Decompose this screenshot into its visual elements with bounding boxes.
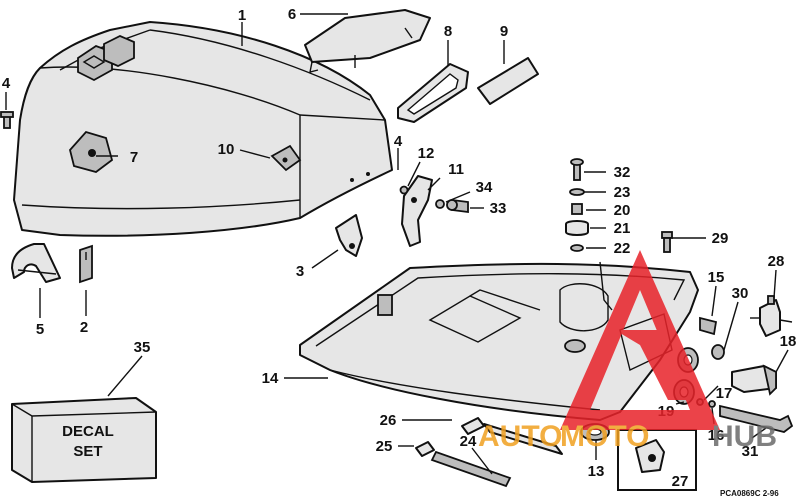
leader-30 — [723, 301, 739, 351]
watermark-text-2: MOTO — [560, 420, 649, 453]
leader-28 — [773, 269, 777, 299]
callout-4-right: 4 — [394, 133, 403, 150]
parts-24-25-26 — [415, 417, 563, 488]
callout-9: 9 — [500, 23, 508, 40]
reference-code: PCA0869C 2-96 — [720, 489, 779, 498]
callout-7: 7 — [130, 149, 138, 166]
watermark-text-3: HUB — [712, 420, 777, 453]
leader-19 — [675, 401, 685, 405]
callout-33: 33 — [490, 200, 507, 217]
callout-15: 15 — [708, 269, 725, 286]
callout-11: 11 — [448, 161, 464, 178]
leader-24 — [471, 447, 493, 475]
callout-10: 10 — [218, 141, 235, 158]
callout-1: 1 — [238, 7, 246, 24]
latch-lever-11-12 — [399, 175, 433, 247]
callout-18: 18 — [780, 333, 797, 350]
callout-26: 26 — [380, 412, 397, 429]
callout-28: 28 — [768, 253, 785, 270]
handle-18 — [731, 364, 777, 396]
callout-5: 5 — [36, 321, 44, 338]
leader-18 — [775, 349, 789, 373]
decal-line1: DECAL — [62, 423, 114, 440]
callout-numbers: 1 2 3 4 4 5 6 7 8 9 10 11 12 13 14 15 16… — [2, 6, 797, 490]
decal-set-35: DECAL SET — [11, 397, 157, 483]
pin-15 — [699, 316, 718, 336]
screw-4-left — [0, 111, 14, 129]
watermark-inner-mark — [615, 330, 690, 400]
callout-3: 3 — [296, 263, 304, 280]
callout-34: 34 — [476, 179, 493, 196]
motor-cover — [13, 21, 393, 237]
callout-25: 25 — [376, 438, 393, 455]
callout-8: 8 — [444, 23, 452, 40]
watermark: AUTO MOTO HUB — [478, 250, 777, 453]
bolt-stack — [565, 158, 589, 252]
callout-6: 6 — [288, 6, 296, 23]
callout-21: 21 — [614, 220, 631, 237]
callout-27: 27 — [672, 473, 689, 490]
seal-frame — [397, 63, 469, 123]
handle-5 — [11, 243, 61, 283]
pin-33-34 — [435, 198, 469, 214]
callout-24: 24 — [460, 433, 477, 450]
callout-2: 2 — [80, 319, 88, 336]
leader-12 — [407, 161, 421, 187]
callout-14: 14 — [262, 370, 279, 387]
fitting-28 — [750, 295, 793, 337]
callout-30: 30 — [732, 285, 749, 302]
callout-16: 16 — [708, 427, 725, 444]
callout-17: 17 — [716, 385, 733, 402]
leader-15 — [711, 285, 717, 317]
leader-11 — [427, 177, 441, 191]
callout-4-left: 4 — [2, 75, 11, 92]
watermark-text-1: AUTO — [478, 420, 562, 453]
leader-35 — [107, 355, 143, 397]
decal-line2: SET — [73, 443, 102, 460]
callout-23: 23 — [614, 184, 631, 201]
leader-lines — [5, 13, 789, 475]
bolt-29 — [661, 231, 673, 253]
callout-35: 35 — [134, 339, 151, 356]
callout-20: 20 — [614, 202, 631, 219]
inset-27 — [617, 429, 697, 491]
leader-10 — [239, 149, 271, 159]
bracket-2 — [79, 244, 93, 284]
callout-32: 32 — [614, 164, 631, 181]
callout-22: 22 — [614, 240, 631, 257]
leader-3 — [311, 249, 339, 269]
callout-13: 13 — [588, 463, 605, 480]
leader-34 — [445, 191, 471, 203]
callout-31: 31 — [742, 443, 759, 460]
leader-31 — [751, 427, 767, 439]
foam-strip — [477, 57, 539, 105]
callout-29: 29 — [712, 230, 729, 247]
callout-12: 12 — [418, 145, 435, 162]
silencer-cover — [304, 9, 431, 73]
latch-bracket-3 — [335, 214, 363, 257]
leader-17 — [703, 385, 719, 401]
